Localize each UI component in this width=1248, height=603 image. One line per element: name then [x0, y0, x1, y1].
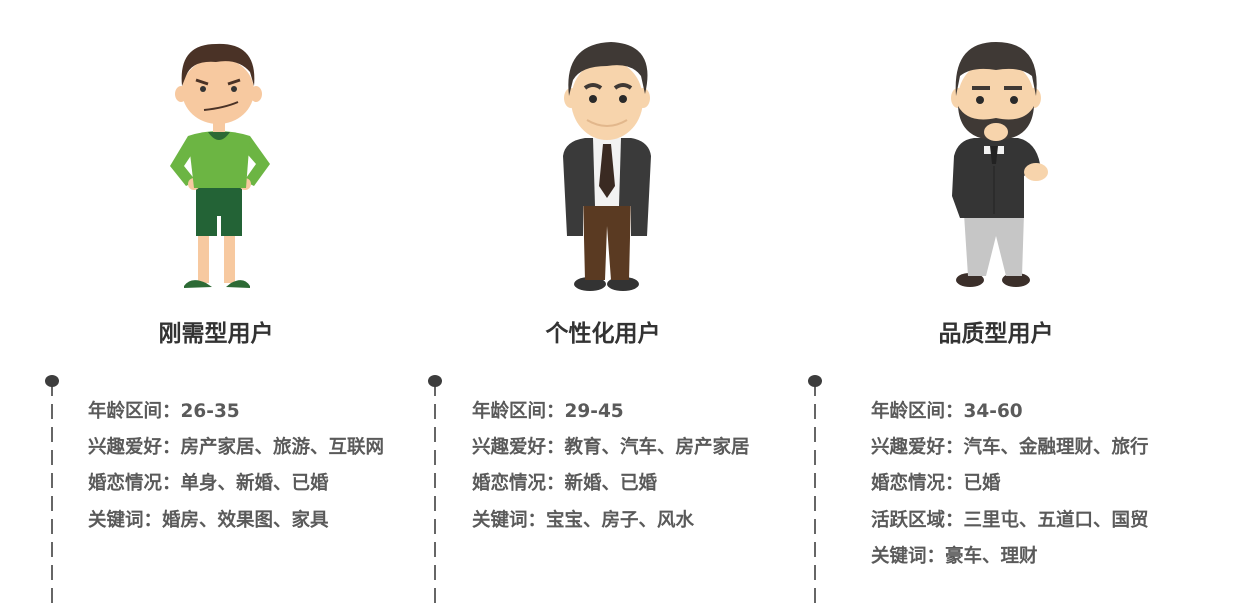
attr-interests: 兴趣爱好：房产家居、旅游、互联网	[88, 437, 385, 459]
timeline-dot	[45, 375, 59, 387]
young-man-green-shirt-icon	[170, 43, 270, 288]
persona-attributes: 年龄区间：26-35 兴趣爱好：房产家居、旅游、互联网 婚恋情况：单身、新婚、已…	[88, 394, 384, 539]
timeline-dot	[808, 375, 822, 387]
timeline-dashed-line	[814, 381, 816, 603]
persona-title: 刚需型用户	[158, 321, 274, 347]
persona-attributes: 年龄区间：34-60 兴趣爱好：汽车、金融理财、旅行 婚恋情况：已婚 活跃区域：…	[871, 394, 1149, 575]
persona-title: 个性化用户	[545, 321, 661, 347]
attr-age-range: 年龄区间：34-60	[871, 401, 1023, 422]
attr-keywords: 关键词：婚房、效果图、家具	[88, 509, 329, 531]
attr-marital-status: 婚恋情况：已婚	[871, 473, 1001, 495]
attr-marital-status: 婚恋情况：新婚、已婚	[472, 473, 658, 495]
persona-title: 品质型用户	[938, 321, 1054, 347]
timeline-dashed-line	[434, 381, 436, 603]
attr-age-range: 年龄区间：29-45	[472, 401, 624, 422]
attr-keywords: 关键词：宝宝、房子、风水	[472, 509, 695, 531]
attr-interests: 兴趣爱好：教育、汽车、房产家居	[472, 437, 750, 459]
persona-attributes: 年龄区间：29-45 兴趣爱好：教育、汽车、房产家居 婚恋情况：新婚、已婚 关键…	[472, 394, 750, 539]
timeline-dot	[428, 375, 442, 387]
attr-keywords: 关键词：豪车、理财	[871, 545, 1038, 567]
bearded-gentleman-icon	[951, 42, 1048, 287]
attr-interests: 兴趣爱好：汽车、金融理财、旅行	[871, 437, 1149, 459]
attr-age-range: 年龄区间：26-35	[88, 401, 240, 422]
timeline-dashed-line	[51, 381, 53, 603]
businessman-tie-icon	[563, 42, 651, 291]
attr-marital-status: 婚恋情况：单身、新婚、已婚	[88, 473, 329, 495]
attr-active-area: 活跃区域：三里屯、五道口、国贸	[871, 509, 1149, 531]
